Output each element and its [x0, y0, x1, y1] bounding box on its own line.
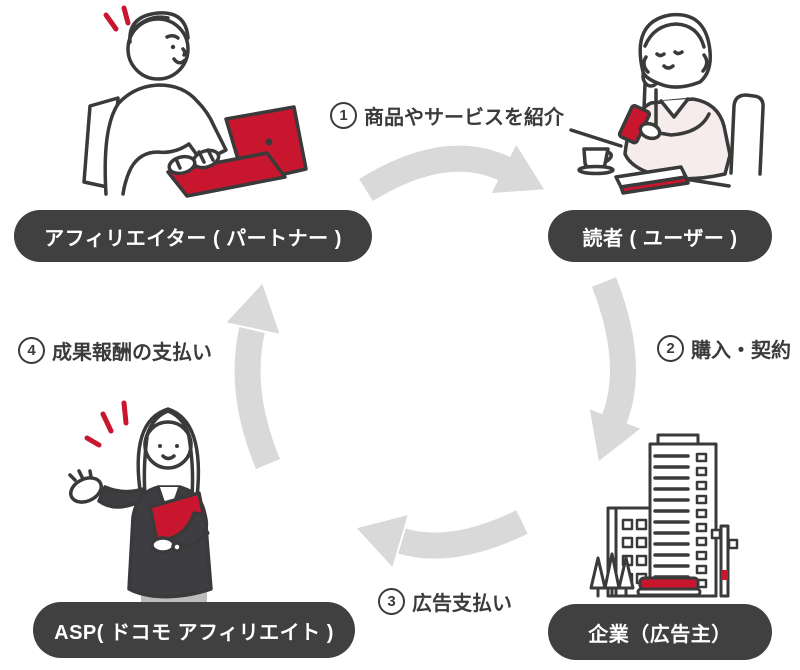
face-details [655, 50, 684, 70]
wristwatch [171, 541, 183, 553]
emphasis-marks [84, 400, 129, 448]
smile [161, 454, 176, 461]
company-illustration [589, 433, 739, 598]
hair-strands [142, 435, 195, 497]
hair [128, 11, 190, 44]
arrow-step1 [359, 144, 545, 202]
arrow-step3 [356, 510, 528, 567]
torso [103, 83, 228, 196]
book-red-edge [619, 175, 690, 195]
reader-illustration [569, 12, 765, 195]
open-palm-hand [69, 476, 103, 504]
street-pole [719, 524, 730, 598]
step2-number-badge: 2 [657, 335, 684, 362]
face-details [165, 33, 187, 65]
arrow-step4 [226, 283, 281, 469]
sleeve [97, 485, 145, 509]
red-awning [638, 576, 700, 591]
step2-label: 2 購入・契約 [657, 334, 791, 363]
step2-text: 購入・契約 [691, 340, 791, 362]
tower-window-slats [653, 454, 690, 579]
emphasis-marks [103, 5, 131, 32]
step3-text: 広告支払い [412, 593, 512, 615]
collar [659, 97, 690, 119]
node-text: 読者 ( ユーザー ) [582, 227, 738, 250]
chair-back [729, 93, 765, 176]
step4-number-badge: 4 [18, 337, 45, 364]
step1-text: 商品やサービスを紹介 [364, 107, 564, 129]
saucer [577, 164, 615, 176]
node-text: 企業（広告主） [588, 623, 732, 646]
node-label-affiliater: アフィリエイター ( パートナー ) [14, 210, 372, 262]
tower-side-windows [695, 452, 708, 589]
head [143, 420, 193, 470]
node-label-asp: ASP( ドコモ アフィリエイト ) [33, 602, 355, 658]
table-edge [569, 128, 731, 188]
step4-label: 4 成果報酬の支払い [18, 336, 212, 365]
node-label-reader: 読者 ( ユーザー ) [548, 210, 772, 262]
arm [651, 112, 711, 137]
step1-label: 1 商品やサービスを紹介 [330, 101, 564, 130]
node-text: アフィリエイター ( パートナー ) [44, 227, 342, 250]
tower-roof [656, 433, 700, 446]
affiliater-illustration [82, 5, 308, 198]
hand [150, 536, 176, 554]
step4-text: 成果報酬の支払い [52, 342, 212, 364]
tree [589, 556, 607, 590]
step1-number-badge: 1 [330, 102, 357, 129]
hand [638, 121, 662, 141]
asp-illustration [68, 400, 213, 629]
step3-number-badge: 3 [378, 588, 405, 615]
step3-label: 3 広告支払い [378, 587, 512, 616]
red-laptop-base [166, 151, 287, 198]
node-text: ASP( ドコモ アフィリエイト ) [54, 621, 334, 644]
arrow-step2 [589, 277, 641, 462]
node-label-company: 企業（広告主） [548, 604, 772, 660]
